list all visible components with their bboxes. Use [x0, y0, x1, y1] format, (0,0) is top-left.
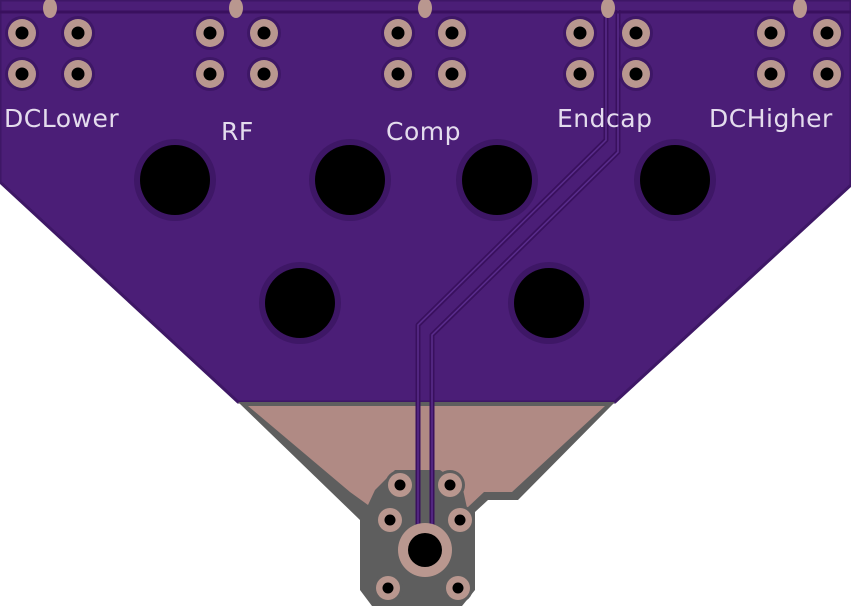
header-pad-0-0-1-drill — [71, 26, 85, 40]
connector-pad-drill-4 — [382, 582, 394, 594]
board-outline — [0, 0, 851, 404]
hole-5 — [514, 268, 584, 338]
header-pad-4-0-1-drill — [820, 26, 834, 40]
header-pad-2-0-0-drill — [391, 26, 405, 40]
connector-pad-drill-2 — [384, 514, 396, 526]
hole-1 — [315, 145, 385, 215]
header-pad-2-1-1-drill — [445, 67, 459, 81]
hole-0 — [140, 145, 210, 215]
connector-pad-drill-0 — [394, 479, 406, 491]
copper-pour — [248, 406, 605, 508]
connector-center-drill — [408, 533, 442, 567]
header-pad-4-1-1-drill — [820, 67, 834, 81]
sma-connector — [373, 470, 475, 603]
connector-pad-drill-5 — [452, 582, 464, 594]
header-pad-1-1-0-drill — [203, 67, 217, 81]
header-pad-1-0-1-drill — [257, 26, 271, 40]
label-comp: Comp — [386, 117, 461, 146]
label-dclower: DCLower — [4, 104, 119, 133]
header-pad-0-0-0-drill — [15, 26, 29, 40]
header-pads — [5, 16, 844, 91]
top-oval-pad-2 — [418, 0, 432, 18]
top-oval-pad-0 — [43, 0, 57, 18]
signal-traces-outline — [417, 10, 619, 545]
hole-3 — [640, 145, 710, 215]
label-rf: RF — [221, 117, 254, 146]
top-oval-pad-3 — [601, 0, 615, 18]
header-pad-2-0-1-drill — [445, 26, 459, 40]
header-pad-3-1-0-drill — [573, 67, 587, 81]
connector-pad-drill-1 — [444, 479, 456, 491]
hole-2 — [462, 145, 532, 215]
header-pad-1-0-0-drill — [203, 26, 217, 40]
header-pad-4-1-0-drill — [764, 67, 778, 81]
header-pad-3-1-1-drill — [629, 67, 643, 81]
top-oval-pad-4 — [793, 0, 807, 18]
top-oval-pads — [43, 0, 807, 18]
mount-holes — [134, 139, 716, 344]
header-pad-3-0-0-drill — [573, 26, 587, 40]
label-dchigher: DCHigher — [709, 104, 833, 133]
connector-pad-drill-3 — [454, 514, 466, 526]
hole-4 — [265, 268, 335, 338]
header-pad-0-1-1-drill — [71, 67, 85, 81]
header-pad-3-0-1-drill — [629, 26, 643, 40]
header-pad-0-1-0-drill — [15, 67, 29, 81]
header-pad-1-1-1-drill — [257, 67, 271, 81]
header-pad-4-0-0-drill — [764, 26, 778, 40]
label-endcap: Endcap — [557, 104, 652, 133]
top-oval-pad-1 — [229, 0, 243, 18]
header-pad-2-1-0-drill — [391, 67, 405, 81]
